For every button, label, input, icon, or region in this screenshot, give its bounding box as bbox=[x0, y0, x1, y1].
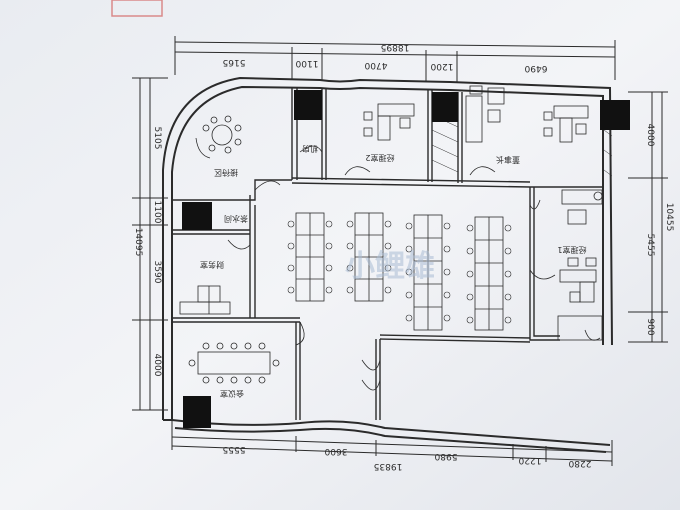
dim-top-seg-3: 4700 bbox=[364, 60, 387, 70]
manager-office-2-desk bbox=[363, 103, 415, 141]
bottom-dimensions bbox=[171, 420, 613, 466]
structural-columns bbox=[182, 90, 630, 428]
dim-right-total: 10455 bbox=[664, 203, 674, 232]
corner-cabinets bbox=[557, 315, 603, 341]
dim-top-seg-2: 1100 bbox=[295, 58, 318, 68]
dim-top-seg-4: 1200 bbox=[430, 61, 453, 71]
room-storage: 机房 bbox=[302, 144, 318, 154]
open-office-desks bbox=[295, 212, 504, 331]
manager-office-1-furniture bbox=[559, 189, 603, 303]
dim-bottom-seg-5: 2280 bbox=[568, 458, 591, 468]
room-manager-office-2: 经理室2 bbox=[365, 153, 394, 163]
dim-top-seg-5: 6490 bbox=[524, 63, 547, 73]
room-chairman: 董事长 bbox=[496, 155, 520, 165]
dim-left-seg-3: 3590 bbox=[152, 261, 162, 284]
room-manager-office-1: 经理室1 bbox=[557, 245, 586, 255]
top-dimensions bbox=[174, 36, 616, 82]
dim-left-total: 14095 bbox=[133, 228, 143, 257]
interior-walls bbox=[172, 88, 603, 420]
open-office-chairs bbox=[287, 220, 512, 324]
dim-left-seg-1: 5105 bbox=[152, 127, 162, 150]
reception-table bbox=[195, 115, 242, 159]
door-swings bbox=[227, 145, 556, 391]
dim-bottom-seg-4: 1220 bbox=[518, 455, 541, 465]
room-meeting: 会议室 bbox=[220, 389, 244, 399]
dim-bottom-seg-3: 5980 bbox=[434, 451, 457, 461]
dim-left-seg-4: 4000 bbox=[152, 354, 162, 377]
dim-bottom-total: 19835 bbox=[374, 461, 403, 471]
room-pantry: 茶水间 bbox=[224, 214, 248, 224]
stamp bbox=[111, 0, 163, 17]
room-reception: 接待区 bbox=[214, 168, 238, 178]
dim-top-total: 18895 bbox=[381, 42, 410, 52]
right-dimensions bbox=[628, 91, 668, 343]
dim-bottom-seg-2: 3600 bbox=[324, 446, 347, 456]
dim-left-seg-2: 1100 bbox=[152, 201, 162, 224]
dim-right-seg-1: 4000 bbox=[645, 124, 655, 147]
dim-right-seg-2: 5455 bbox=[645, 234, 655, 257]
watermark: 小鲤雄 bbox=[345, 249, 435, 284]
chairman-furniture bbox=[465, 85, 589, 143]
dim-bottom-seg-1: 5555 bbox=[223, 444, 246, 454]
room-finance: 财务室 bbox=[200, 260, 224, 270]
dim-right-seg-3: 900 bbox=[645, 318, 655, 335]
dim-top-seg-1: 5165 bbox=[223, 57, 246, 67]
pantry-counter bbox=[179, 285, 231, 315]
meeting-table bbox=[188, 342, 280, 384]
